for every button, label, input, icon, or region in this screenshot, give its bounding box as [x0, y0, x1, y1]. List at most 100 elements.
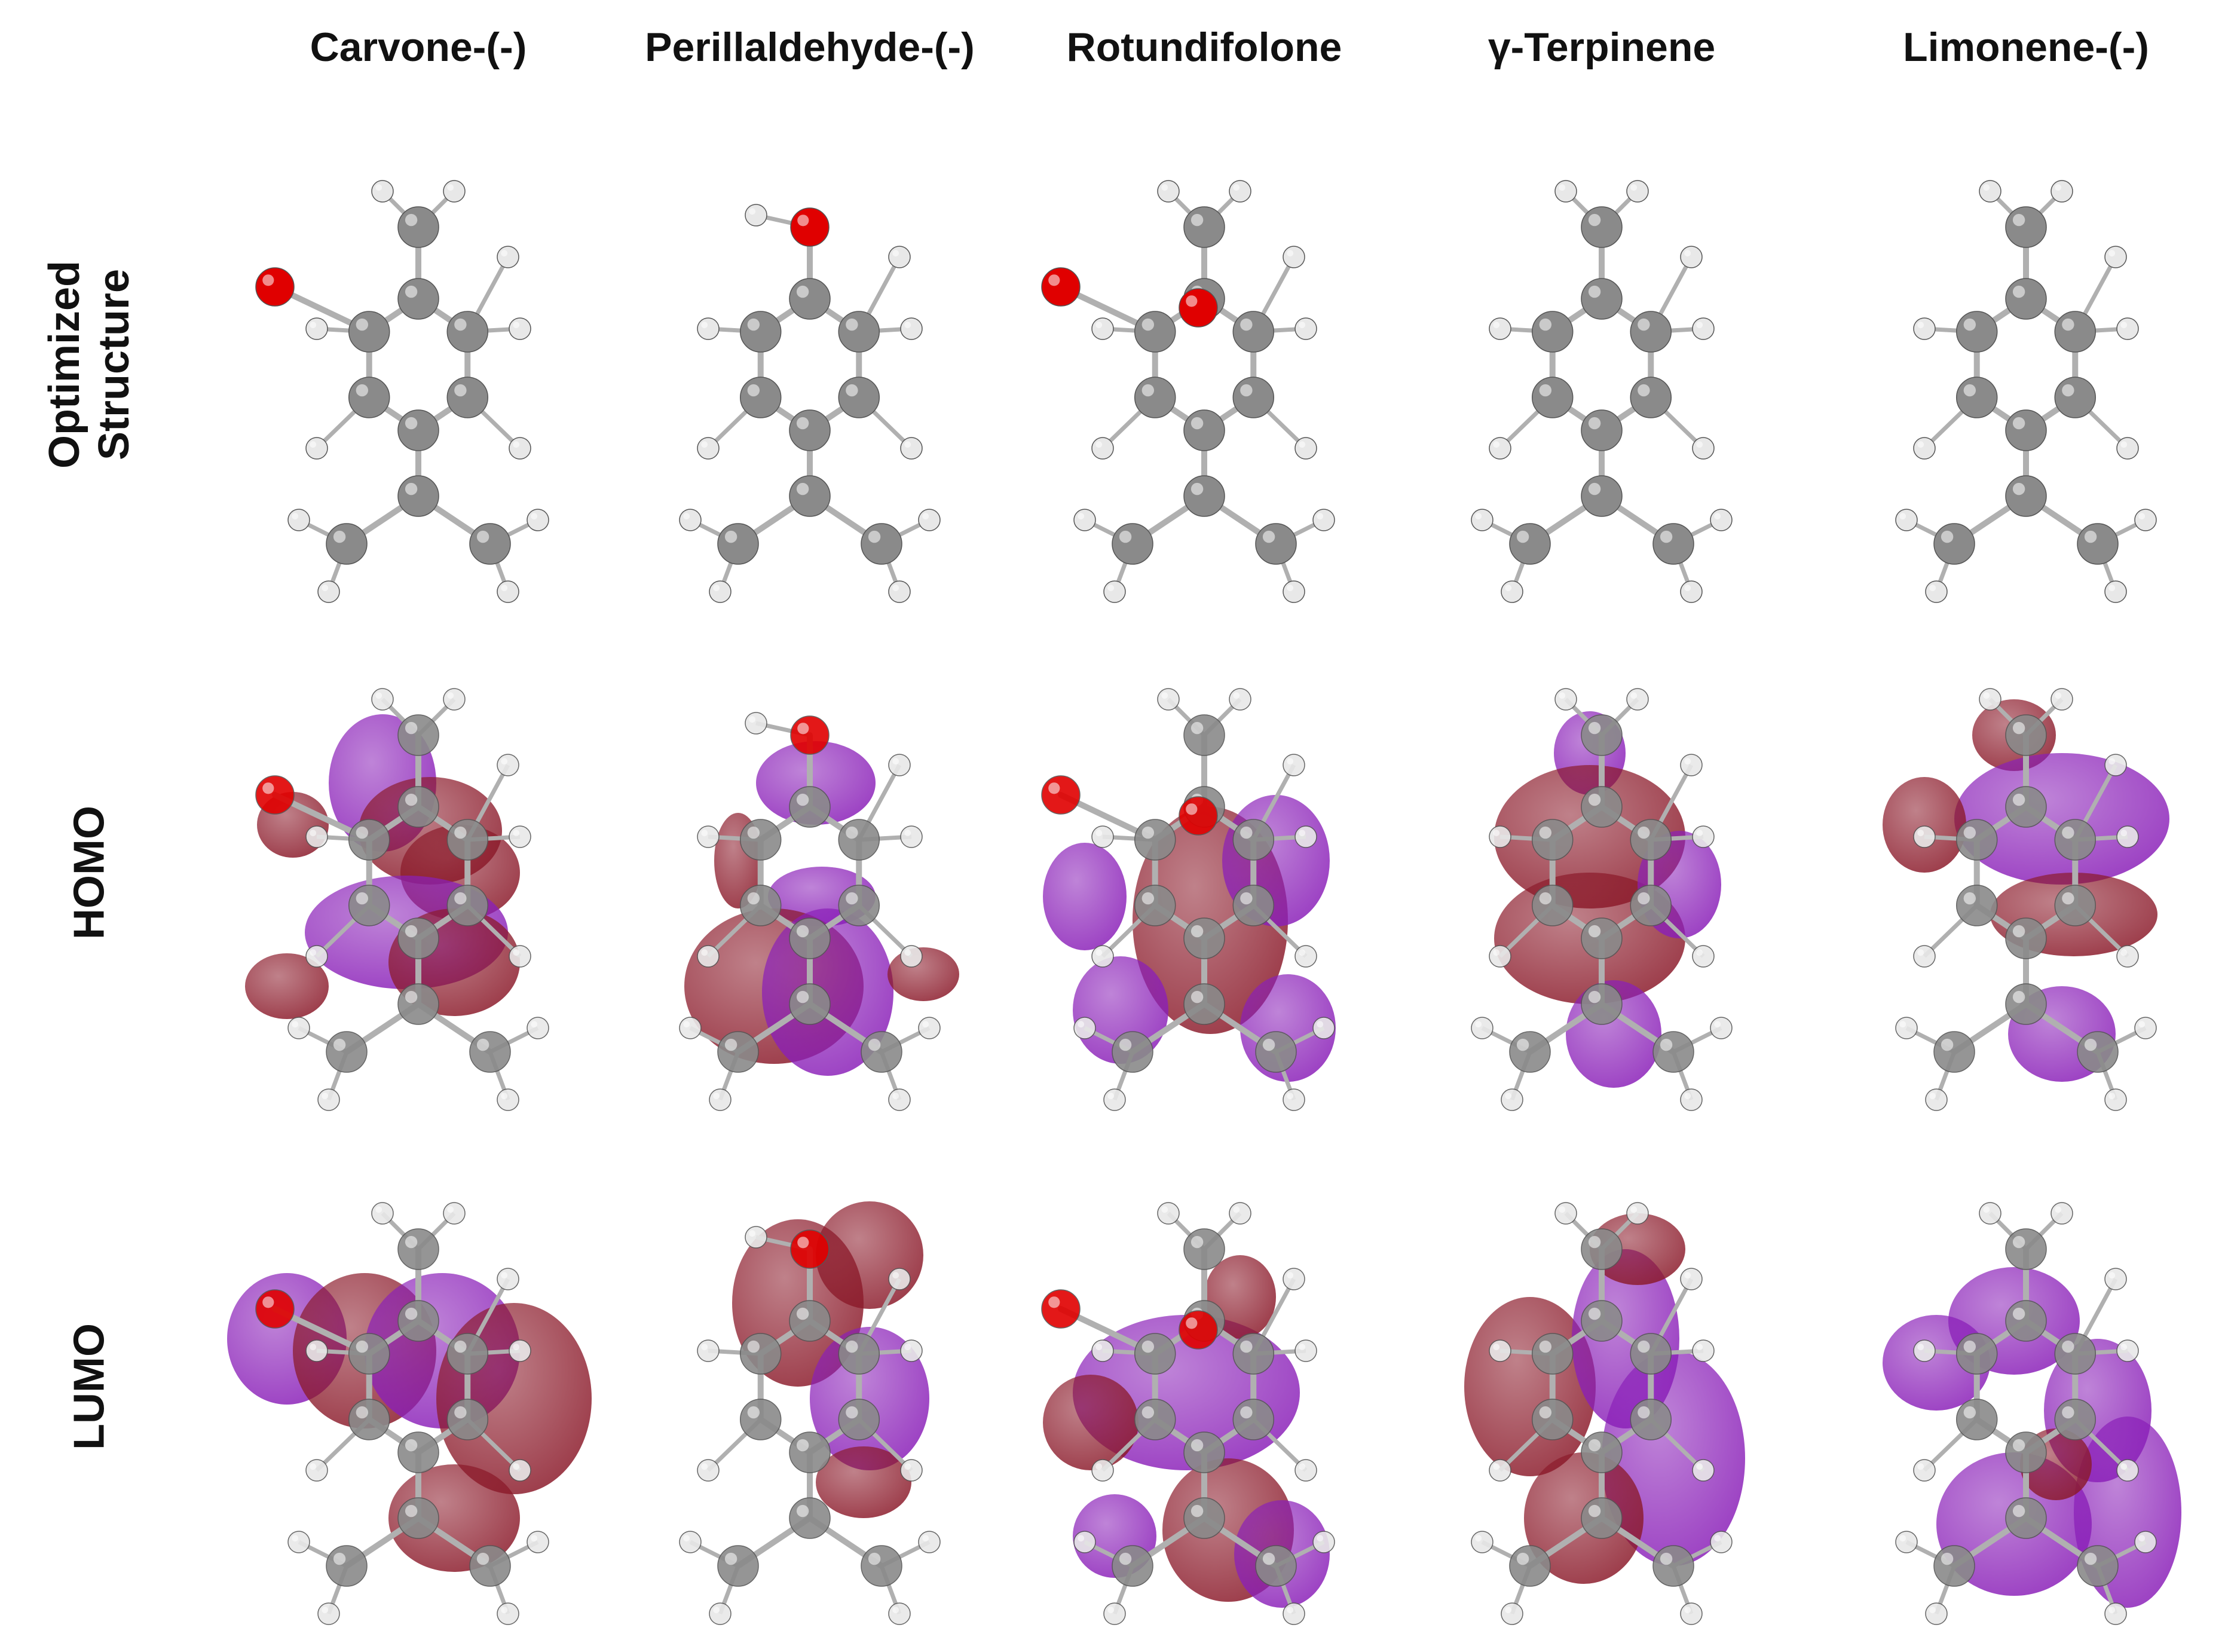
- carbon-atom: [1581, 206, 1623, 248]
- hydrogen-atom: [317, 1602, 340, 1625]
- carbon-atom: [1933, 1545, 1975, 1587]
- lumo-rotundifolone-svg: [1041, 1202, 1335, 1625]
- carbon-atom: [2005, 917, 2047, 959]
- hydrogen-atom: [1680, 246, 1703, 268]
- lumo-gamma-terpinene-svg: [1464, 1202, 1745, 1625]
- hydrogen-atom: [443, 1202, 466, 1225]
- negative-orbital-lobe: [1954, 753, 2169, 885]
- carbon-atom: [397, 475, 439, 517]
- carbon-atom: [739, 1399, 782, 1440]
- carbon-atom: [397, 409, 439, 451]
- carbon-atom: [739, 1333, 782, 1375]
- carbon-atom: [2005, 714, 2047, 756]
- hydrogen-atom: [697, 825, 720, 848]
- carbon-atom: [1630, 1333, 1672, 1375]
- hydrogen-atom: [1091, 1339, 1114, 1362]
- carbon-atom: [1581, 409, 1623, 451]
- hydrogen-atom: [745, 1226, 767, 1249]
- hydrogen-atom: [1294, 945, 1317, 968]
- hydrogen-atom: [1294, 317, 1317, 340]
- hydrogen-atom: [1501, 580, 1523, 603]
- carbon-atom: [1581, 1228, 1623, 1270]
- hydrogen-atom: [2116, 317, 2139, 340]
- carbon-atom: [446, 311, 489, 353]
- hydrogen-atom: [509, 825, 531, 848]
- carbon-atom: [1183, 1228, 1225, 1270]
- carbon-atom: [1509, 523, 1551, 565]
- hydrogen-atom: [509, 437, 531, 460]
- hydrogen-atom: [1283, 1268, 1305, 1290]
- hydrogen-atom: [1692, 437, 1715, 460]
- hydrogen-atom: [2116, 437, 2139, 460]
- structure-limonene-svg: [1895, 180, 2157, 603]
- hydrogen-atom: [1312, 1017, 1335, 1039]
- hydrogen-atom: [1979, 1202, 2001, 1225]
- hydrogen-atom: [1710, 509, 1733, 531]
- carbon-atom: [1183, 917, 1225, 959]
- carbon-atom: [1112, 523, 1153, 565]
- carbon-atom: [1652, 523, 1694, 565]
- carbon-atom: [348, 819, 390, 861]
- homo-gamma-terpinene-svg: [1471, 688, 1733, 1111]
- carbon-atom: [2054, 885, 2097, 926]
- hydrogen-atom: [1157, 1202, 1180, 1225]
- hydrogen-atom: [317, 580, 340, 603]
- hydrogen-atom: [527, 1531, 549, 1553]
- homo-limonene-cell: [1835, 645, 2217, 1111]
- column-header-perillaldehyde: Perillaldehyde-(-): [645, 25, 975, 70]
- oxygen-atom: [1179, 288, 1218, 328]
- hydrogen-atom: [1283, 1602, 1305, 1625]
- negative-orbital-lobe: [756, 741, 876, 825]
- row-label: LUMO: [65, 1323, 114, 1450]
- homo-perillaldehyde-svg: [679, 712, 959, 1111]
- carbon-atom: [397, 917, 439, 959]
- carbon-atom: [446, 377, 489, 418]
- carbon-atom: [2054, 1399, 2097, 1440]
- carbon-atom: [2005, 786, 2047, 828]
- positive-orbital-lobe: [887, 947, 959, 1001]
- hydrogen-atom: [2104, 754, 2127, 776]
- oxygen-atom: [790, 207, 830, 247]
- hydrogen-atom: [1979, 688, 2001, 711]
- column-header-gamma-terpinene: γ-Terpinene: [1488, 25, 1716, 70]
- hydrogen-atom: [287, 1017, 310, 1039]
- homo-rotundifolone-svg: [1041, 688, 1336, 1111]
- carbon-atom: [717, 1545, 759, 1587]
- hydrogen-atom: [1554, 688, 1577, 711]
- hydrogen-atom: [305, 317, 328, 340]
- hydrogen-atom: [1489, 1339, 1511, 1362]
- carbon-atom: [397, 1497, 439, 1539]
- hydrogen-atom: [1294, 1459, 1317, 1482]
- hydrogen-atom: [745, 712, 767, 735]
- structure-perillaldehyde-svg: [679, 204, 941, 603]
- carbon-atom: [469, 1031, 511, 1073]
- hydrogen-atom: [1680, 754, 1703, 776]
- hydrogen-atom: [888, 246, 911, 268]
- hydrogen-atom: [1554, 1202, 1577, 1225]
- carbon-atom: [1509, 1031, 1551, 1073]
- hydrogen-atom: [1157, 688, 1180, 711]
- structure-rotundifolone-cell: [1013, 137, 1395, 603]
- carbon-atom: [348, 311, 390, 353]
- carbon-atom: [1531, 1399, 1574, 1440]
- hydrogen-atom: [497, 580, 519, 603]
- homo-carvone-cell: [227, 645, 610, 1111]
- carbon-atom: [1509, 1545, 1551, 1587]
- structure-gamma-terpinene-svg: [1471, 180, 1733, 603]
- carbon-atom: [1630, 819, 1672, 861]
- carbon-atom: [861, 1031, 902, 1073]
- hydrogen-atom: [509, 945, 531, 968]
- carbon-atom: [2005, 278, 2047, 320]
- hydrogen-atom: [1489, 945, 1511, 968]
- carbon-atom: [789, 1431, 831, 1473]
- carbon-atom: [717, 523, 759, 565]
- lumo-gamma-terpinene-cell: [1410, 1160, 1793, 1625]
- hydrogen-atom: [888, 1268, 911, 1290]
- carbon-atom: [1134, 311, 1176, 353]
- hydrogen-atom: [1925, 1602, 1948, 1625]
- carbon-atom: [789, 786, 831, 828]
- hydrogen-atom: [1103, 580, 1126, 603]
- carbon-atom: [1134, 885, 1176, 926]
- carbon-atom: [397, 1300, 439, 1342]
- hydrogen-atom: [918, 509, 941, 531]
